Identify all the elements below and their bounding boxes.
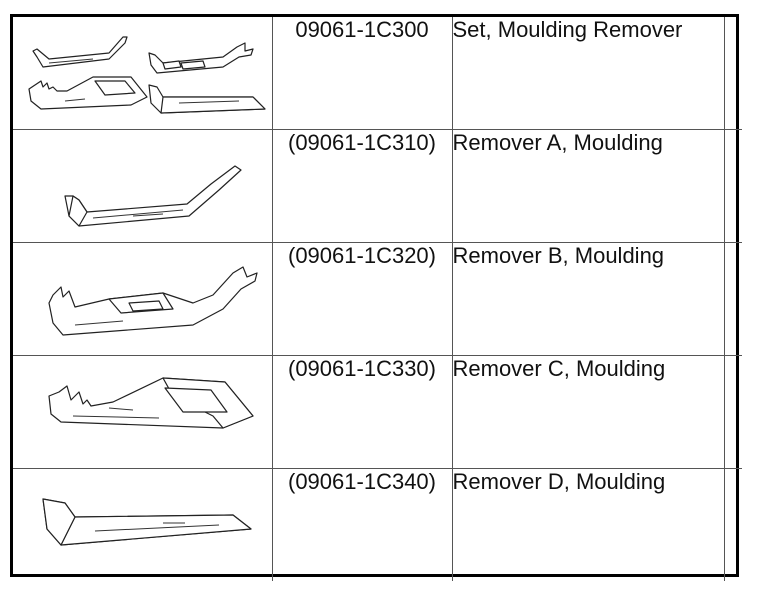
table-row: (09061-1C340) Remover D, Moulding	[13, 468, 742, 581]
remover-d-icon	[42, 498, 252, 546]
table-row: (09061-1C330) Remover C, Moulding	[13, 355, 742, 469]
table-row: (09061-1C310) Remover A, Moulding	[13, 129, 742, 243]
part-name: Remover A, Moulding	[451, 129, 725, 243]
illustration-cell	[13, 355, 273, 469]
moulding-remover-set-icon	[28, 36, 266, 114]
parts-sheet: 09061-1C300 Set, Moulding Remover (09061…	[10, 14, 742, 581]
part-number: (09061-1C330)	[271, 355, 453, 469]
part-name: Set, Moulding Remover	[451, 17, 725, 130]
table-row: (09061-1C320) Remover B, Moulding	[13, 242, 742, 356]
illustration-cell	[13, 242, 273, 356]
empty-cell	[723, 129, 742, 243]
illustration-cell	[13, 17, 273, 130]
empty-cell	[723, 17, 742, 130]
part-name: Remover D, Moulding	[451, 468, 725, 581]
part-number: 09061-1C300	[271, 17, 453, 130]
illustration-cell	[13, 129, 273, 243]
remover-a-icon	[64, 165, 242, 227]
part-number: (09061-1C340)	[271, 468, 453, 581]
part-name: Remover B, Moulding	[451, 242, 725, 356]
part-number: (09061-1C310)	[271, 129, 453, 243]
empty-cell	[723, 355, 742, 469]
table-row: 09061-1C300 Set, Moulding Remover	[13, 17, 742, 130]
part-name: Remover C, Moulding	[451, 355, 725, 469]
empty-cell	[723, 242, 742, 356]
empty-cell	[723, 468, 742, 581]
remover-c-icon	[48, 377, 254, 429]
remover-b-icon	[48, 266, 258, 336]
parts-table: 09061-1C300 Set, Moulding Remover (09061…	[13, 17, 742, 581]
part-number: (09061-1C320)	[271, 242, 453, 356]
illustration-cell	[13, 468, 273, 581]
